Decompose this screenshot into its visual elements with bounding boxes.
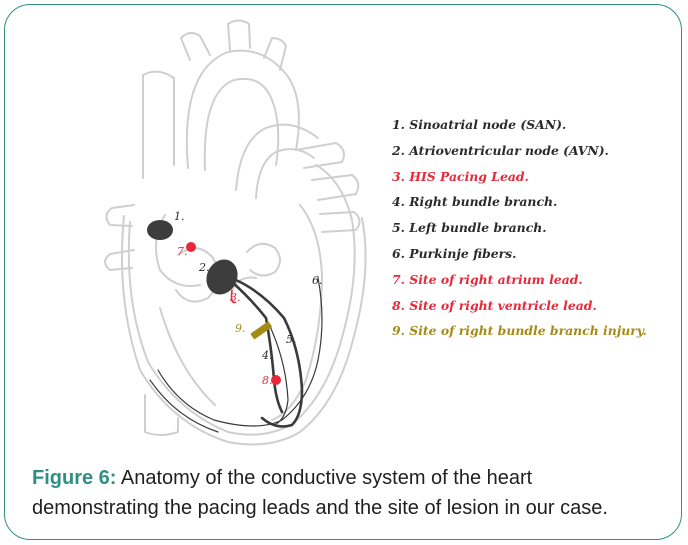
label-left-bundle: 5. <box>286 333 297 346</box>
figure-caption: Figure 6: Anatomy of the conductive syst… <box>32 463 662 523</box>
legend-item-right-bundle: 4. Right bundle branch. <box>392 189 647 215</box>
legend-item-avn: 2. Atrioventricular node (AVN). <box>392 138 647 164</box>
legend-item-his-lead: 3. HIS Pacing Lead. <box>392 164 647 190</box>
caption-text: Anatomy of the conductive system of the … <box>32 467 608 519</box>
heart-outline <box>105 21 366 445</box>
label-san: 1. <box>174 210 185 223</box>
label-purkinje: 6. <box>312 274 323 287</box>
label-right-bundle: 4. <box>261 349 273 362</box>
label-avn: 2. <box>198 261 210 274</box>
label-rbb-injury: 9. <box>235 322 246 335</box>
caption-label: Figure 6: <box>32 467 116 489</box>
label-his-lead: 3. <box>230 291 241 304</box>
label-ra-lead: 7. <box>177 245 188 258</box>
legend: 1. Sinoatrial node (SAN). 2. Atrioventri… <box>392 112 647 344</box>
legend-item-rv-lead: 8. Site of right ventricle lead. <box>392 293 647 319</box>
legend-item-ra-lead: 7. Site of right atrium lead. <box>392 267 647 293</box>
legend-item-left-bundle: 5. Left bundle branch. <box>392 215 647 241</box>
san-node <box>147 220 173 240</box>
rv-lead-dot <box>271 375 281 385</box>
ra-lead-dot <box>186 242 196 252</box>
legend-item-purkinje: 6. Purkinje fibers. <box>392 241 647 267</box>
legend-item-san: 1. Sinoatrial node (SAN). <box>392 112 647 138</box>
label-rv-lead: 8. <box>262 374 273 387</box>
purkinje-inner <box>268 322 288 424</box>
legend-item-rbb-injury: 9. Site of right bundle branch injury. <box>392 318 647 344</box>
